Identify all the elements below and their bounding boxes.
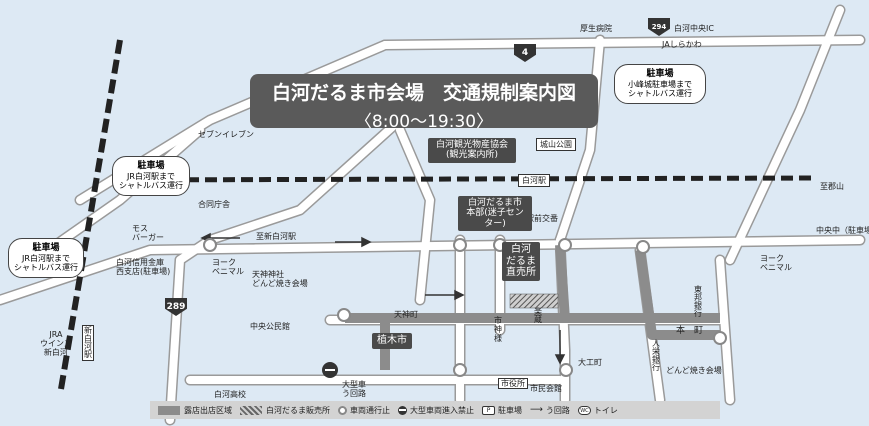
route-289-badge: 289: [165, 298, 187, 316]
tohoku-shinkansen-line: [57, 39, 123, 396]
label-dondo-site-2: どんど焼き会場: [666, 366, 722, 375]
detour-arrow-icon: ⟶: [530, 405, 543, 415]
legend-sale-label: 白河だるま販売所: [266, 405, 330, 415]
label-raku: 楽 蔵: [534, 307, 542, 324]
label-tenjinmachi: 天神町: [394, 310, 418, 319]
route-294-badge: 294: [648, 18, 670, 36]
legend-parking-label: 駐車場: [498, 405, 522, 415]
parking-icon: P: [482, 405, 495, 415]
label-ichigami: 市 神 様: [494, 316, 502, 344]
label-jinkou: 人 栄 銀 行: [652, 339, 660, 372]
label-shinkin: 白河信用金庫 西支店(駐車場): [116, 258, 171, 277]
legend-sale-swatch: [240, 405, 262, 415]
title-main: 白河だるま市会場 交通規制案内図: [271, 82, 576, 104]
no-large-vehicle-icon: [322, 362, 338, 378]
callout-komine-text: 小峰城駐車場まで シャトルバス運行: [628, 79, 692, 99]
legend-toilet-label: トイレ: [593, 405, 618, 415]
label-tenjin-shrine: 天神神社 どんど焼き会場: [252, 270, 308, 289]
label-shimin-kaikan: 市民会館: [530, 384, 562, 393]
label-shirakawa-station: 白河駅: [518, 174, 550, 188]
callout-jr-shirakawa-parking: 駐車場 JR白河駅まで シャトルバス運行: [112, 156, 190, 196]
daruma-direct-sales-box: 白河 だるま 直売所: [502, 242, 540, 281]
label-goudou-chousha: 合同庁舎: [198, 200, 230, 209]
label-honmachi: 本 町: [676, 326, 704, 336]
label-seven-eleven: セブンイレブン: [198, 130, 254, 139]
title-time: 〈8:00〜19:30〉: [354, 112, 494, 132]
label-daikumachi: 大工町: [578, 358, 602, 367]
legend-noentry-label: 大型車両進入禁止: [410, 405, 474, 415]
legend-stop-label: 車両通行止: [350, 405, 390, 415]
label-shirakawa-chuo-ic: 白河中央IC: [674, 24, 714, 33]
kankou-association-box: 白河観光物産協会 (観光案内所): [428, 138, 516, 163]
label-shirakawa-koko: 白河高校: [214, 390, 246, 399]
callout-jr-shinshirakawa-text: JR白河駅まで シャトルバス運行: [14, 253, 78, 273]
no-entry-icon: [398, 405, 407, 415]
callout-jr-shirakawa-title: 駐車場: [137, 161, 165, 171]
callout-komine-title: 駐車場: [646, 69, 674, 79]
ueki-ichi-box: 植木市: [372, 333, 412, 349]
label-joshi-park: 城山公園: [536, 138, 576, 152]
toilet-icon: WC: [577, 405, 591, 415]
label-york-benimaru-east: ヨーク ベニマル: [760, 254, 792, 273]
legend-stall-label: 露店出店区域: [184, 405, 232, 415]
label-shinshirakawa-station: 新 白 河 駅: [82, 325, 94, 361]
legend-stall-swatch: [158, 405, 180, 415]
tohoku-main-line: [114, 175, 816, 183]
label-ekimae-koban: 駅前交番: [526, 214, 558, 223]
label-ja: JAしらかわ: [662, 40, 702, 49]
label-chuo-naka: 中央中（駐車場）: [816, 226, 869, 235]
callout-jr-shirakawa-text: JR白河駅まで シャトルバス運行: [119, 171, 183, 191]
daruma-sales-area: [509, 293, 559, 309]
label-shiyakusho: 市役所: [498, 378, 528, 390]
callout-jr-shinshirakawa-parking: 駐車場 JR白河駅まで シャトルバス運行: [8, 238, 84, 278]
label-to-shinshirakawa: 至新白河駅: [256, 232, 296, 241]
callout-jr-shinshirakawa-title: 駐車場: [32, 243, 60, 253]
stall-area: [345, 244, 720, 370]
label-toho-bank: 東 邦 銀 行: [694, 285, 702, 318]
label-mos-burger: モス バーガー: [132, 224, 164, 243]
label-to-koriyama: 至郡山: [820, 182, 844, 191]
label-large-vehicle-detour: 大型車 う回路: [342, 380, 366, 399]
road-closed-icon: [338, 405, 347, 415]
label-jra-wins: JRA ウインズ 新白河: [40, 330, 72, 358]
callout-komine-parking: 駐車場 小峰城駐車場まで シャトルバス運行: [614, 64, 706, 104]
legend-detour-label: う回路: [545, 405, 570, 415]
label-chuo-kominkan: 中央公民館: [250, 322, 290, 331]
closure-points: [203, 238, 727, 377]
daruma-ichi-hq-box: 白河だるま市 本部(迷子センター): [458, 196, 532, 232]
map-title: 白河だるま市会場 交通規制案内図 〈8:00〜19:30〉: [250, 74, 598, 132]
label-kosei-hospital: 厚生病院: [580, 24, 612, 33]
label-york-benimaru-west: ヨーク ベニマル: [212, 258, 244, 277]
route-4-badge: 4: [514, 44, 536, 62]
